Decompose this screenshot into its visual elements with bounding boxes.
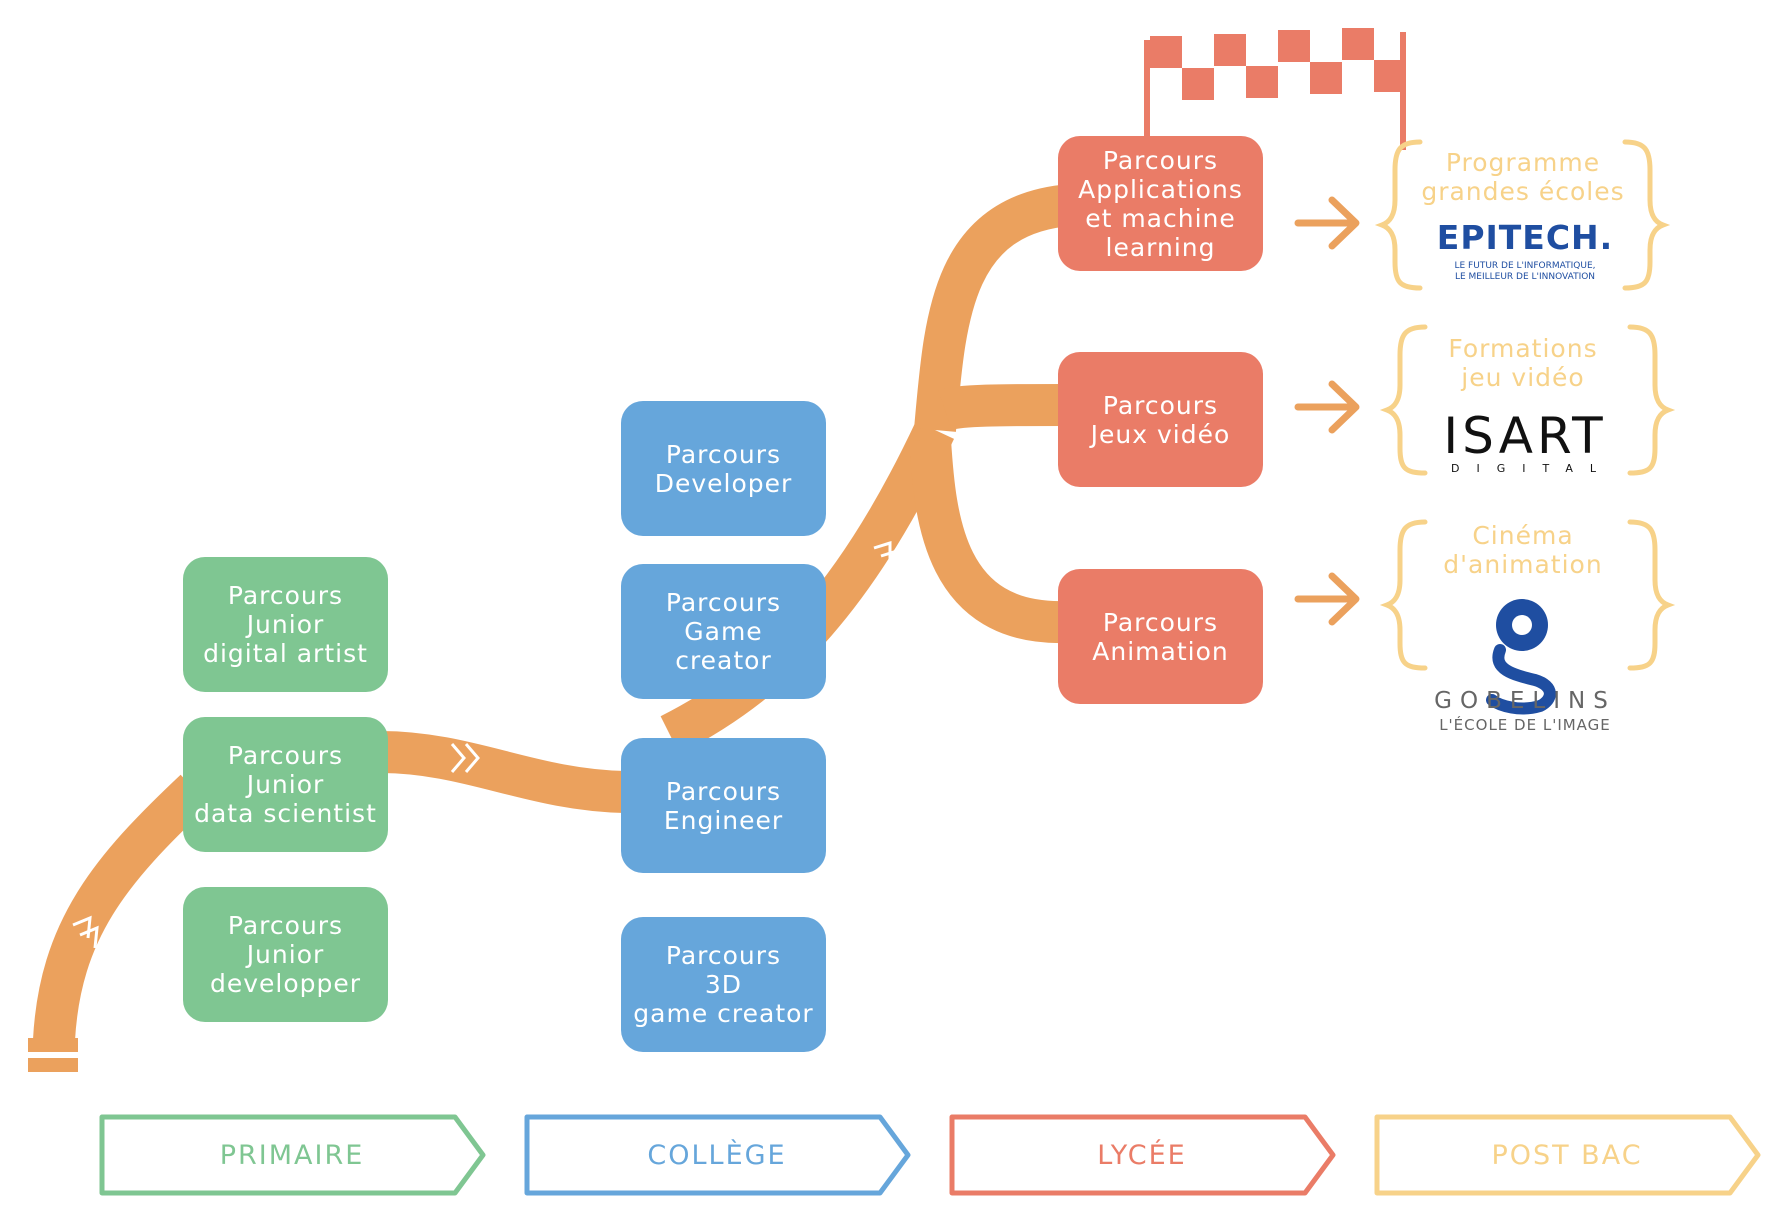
curly-bracket-icon bbox=[1379, 519, 1676, 671]
gobelins-logo-icon bbox=[1486, 599, 1556, 715]
arrow-right-icon bbox=[1294, 196, 1360, 250]
stage-lycee: LYCÉE bbox=[1097, 1140, 1187, 1171]
isart-logo: ISART DIGITAL bbox=[1420, 410, 1630, 475]
box-junior-digital-artist: Parcours Junior digital artist bbox=[183, 557, 388, 692]
box-3d-game-creator: Parcours 3D game creator bbox=[621, 917, 826, 1052]
gobelins-logo: GOBELINS L'ÉCOLE DE L'IMAGE bbox=[1400, 688, 1650, 734]
box-junior-developper: Parcours Junior developper bbox=[183, 887, 388, 1022]
postbac-cinema-animation: Cinéma d'animation bbox=[1443, 521, 1603, 579]
box-applications-machine-learning: Parcours Applications et machine learnin… bbox=[1058, 136, 1263, 271]
double-chevron-icon bbox=[72, 915, 99, 949]
box-jeux-video: Parcours Jeux vidéo bbox=[1058, 352, 1263, 487]
gobelins-logo-name: GOBELINS bbox=[1434, 688, 1616, 714]
road-start-stripes bbox=[28, 1038, 78, 1072]
stage-primaire-outline bbox=[99, 1114, 486, 1196]
stage-postbac: POST BAC bbox=[1491, 1140, 1643, 1171]
stage-postbac-outline bbox=[1374, 1114, 1761, 1196]
curly-bracket-icon bbox=[1379, 324, 1676, 476]
epitech-tagline-1: LE FUTUR DE L'INFORMATIQUE, bbox=[1454, 261, 1596, 271]
isart-logo-name: ISART bbox=[1443, 407, 1607, 465]
curly-bracket-icon bbox=[1374, 139, 1671, 291]
epitech-logo-name: EPITECH. bbox=[1436, 218, 1614, 257]
box-game-creator: Parcours Game creator bbox=[621, 564, 826, 699]
arrow-right-icon bbox=[1294, 380, 1360, 434]
arrow-right-icon bbox=[1294, 572, 1360, 626]
box-animation: Parcours Animation bbox=[1058, 569, 1263, 704]
postbac-formations-jeu-video: Formations jeu vidéo bbox=[1448, 334, 1598, 392]
checkered-flag-icon bbox=[1144, 28, 1406, 150]
stage-lycee-outline bbox=[949, 1114, 1336, 1196]
stage-primaire: PRIMAIRE bbox=[219, 1140, 365, 1171]
postbac-programme-grandes-ecoles: Programme grandes écoles bbox=[1421, 148, 1625, 206]
double-chevron-icon bbox=[873, 540, 899, 570]
box-junior-data-scientist: Parcours Junior data scientist bbox=[183, 717, 388, 852]
stage-college-outline bbox=[524, 1114, 911, 1196]
stage-college: COLLÈGE bbox=[647, 1140, 787, 1171]
gobelins-tagline: L'ÉCOLE DE L'IMAGE bbox=[1439, 716, 1611, 734]
box-engineer: Parcours Engineer bbox=[621, 738, 826, 873]
epitech-logo: EPITECH. LE FUTUR DE L'INFORMATIQUE, LE … bbox=[1420, 218, 1630, 283]
epitech-tagline-2: LE MEILLEUR DE L'INNOVATION bbox=[1454, 272, 1596, 282]
box-developer: Parcours Developer bbox=[621, 401, 826, 536]
double-chevron-icon bbox=[450, 743, 480, 773]
isart-tagline: DIGITAL bbox=[1450, 462, 1613, 475]
